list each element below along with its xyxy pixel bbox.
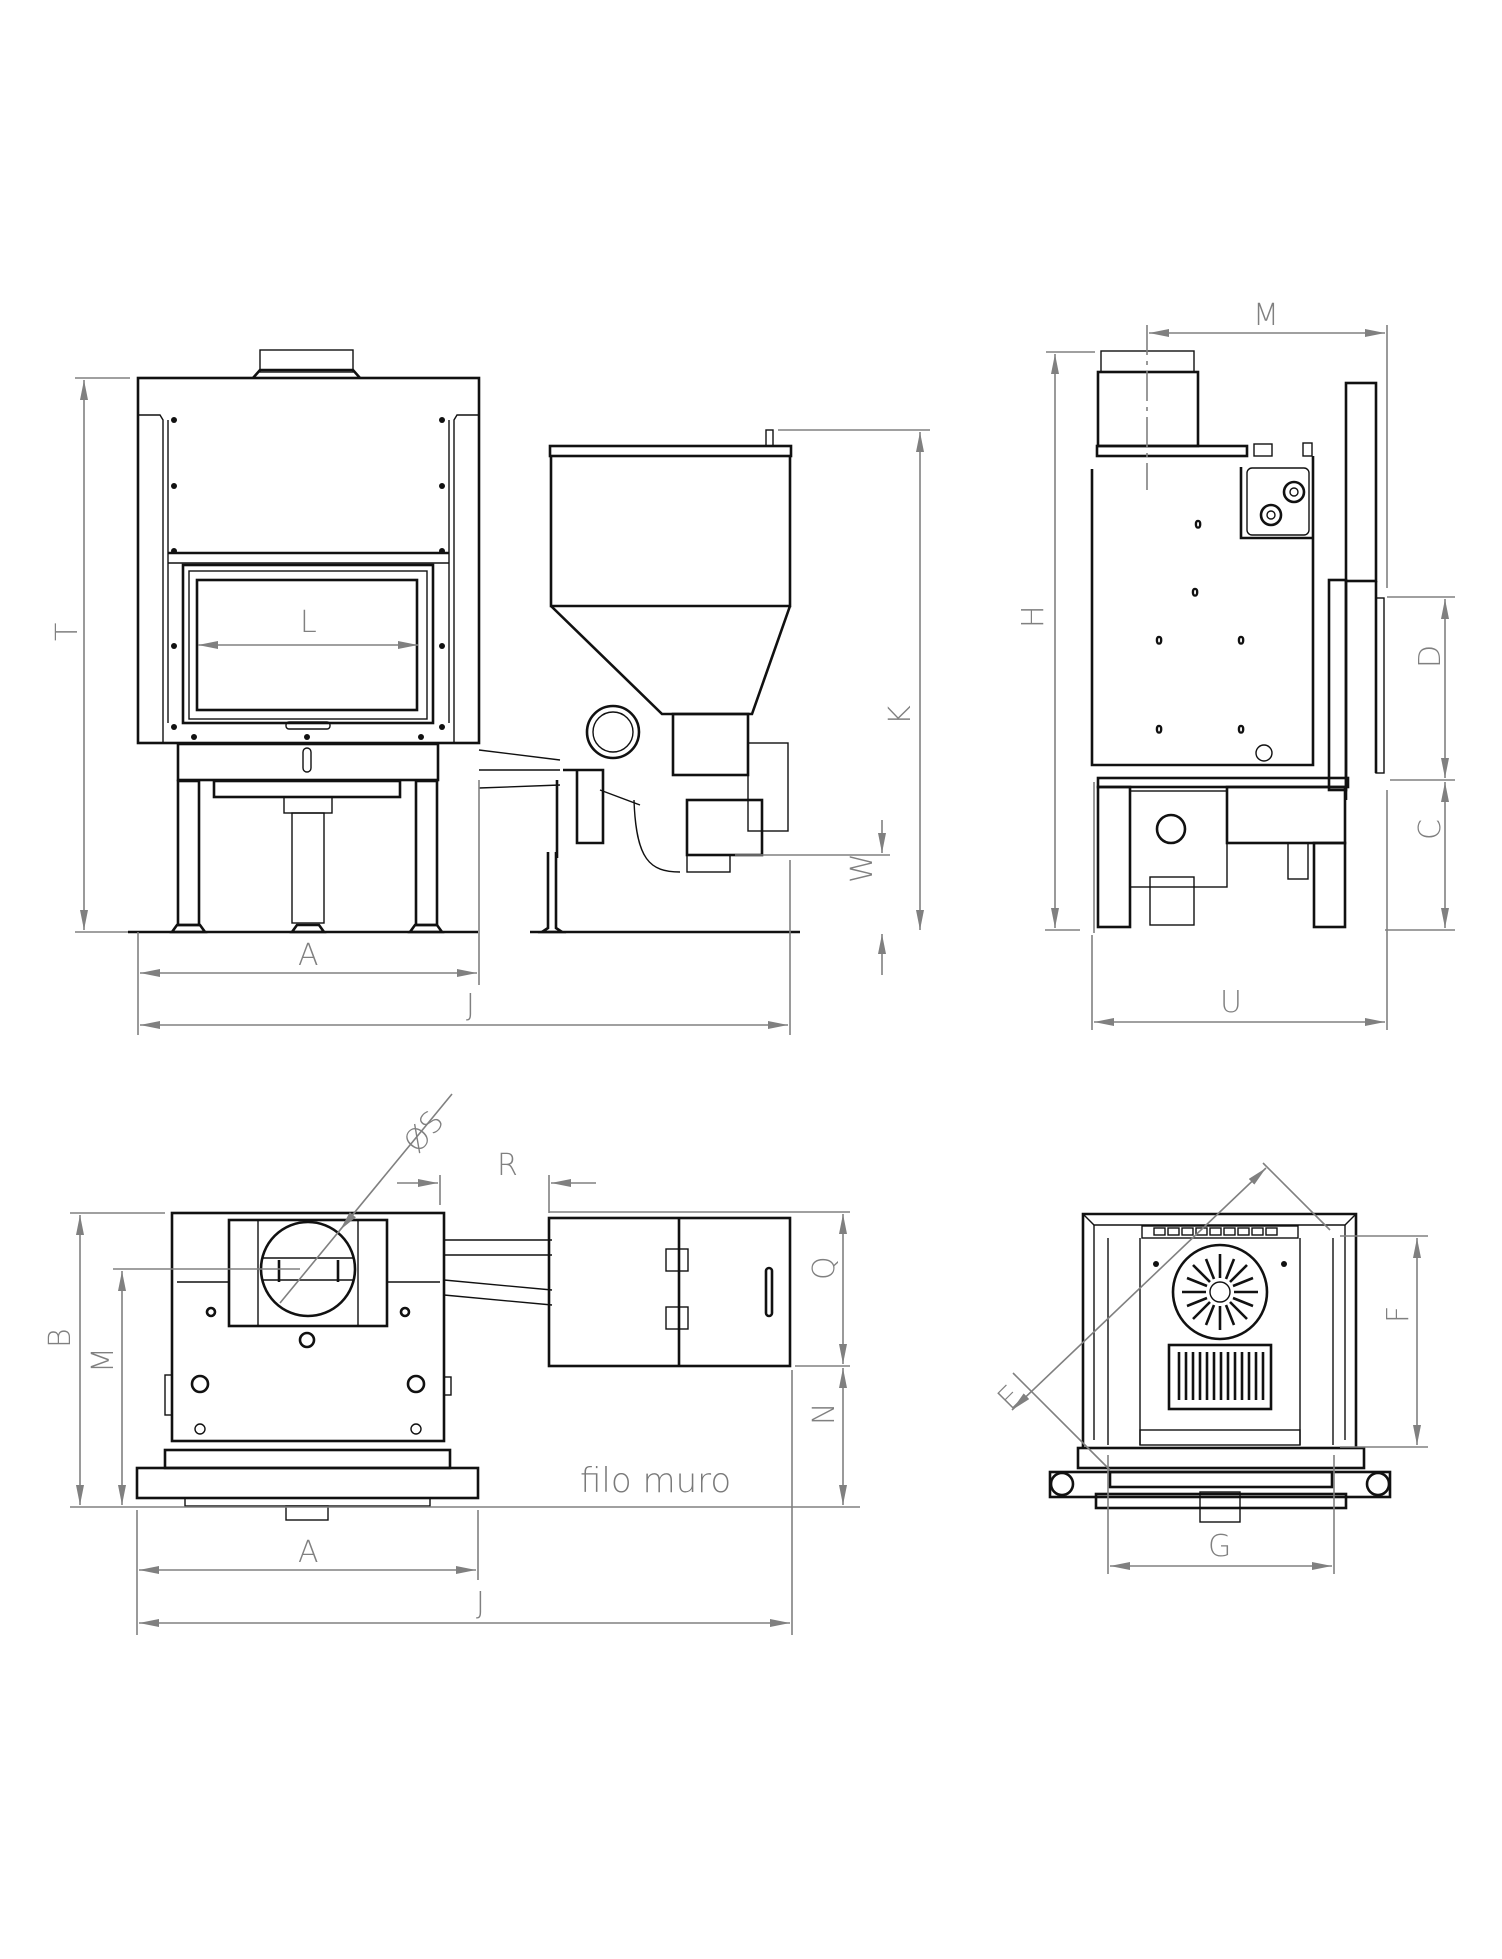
label-U: U <box>1220 985 1242 1020</box>
hopper-plan <box>547 1216 792 1368</box>
plan-view: ØS R B M Q N filo muro A <box>43 1093 860 1635</box>
label-T: T <box>50 623 85 641</box>
wall-line-note: filo muro <box>580 1461 731 1501</box>
label-M-plan: M <box>86 1347 121 1373</box>
label-M-side: M <box>1253 298 1279 333</box>
plan-dimensions: ØS R B M Q N filo muro A <box>43 1093 860 1635</box>
grille-slots <box>1177 1352 1265 1400</box>
label-A-plan: A <box>298 1535 319 1570</box>
label-A: A <box>298 938 319 973</box>
svg-text:0: 0 <box>1195 519 1201 531</box>
stove-side-body: 0 0 0 0 0 0 <box>1090 350 1385 933</box>
label-F: F <box>1381 1306 1416 1323</box>
label-L: L <box>300 605 317 640</box>
pellet-hopper <box>530 429 800 934</box>
front-view: T L K W A J <box>50 349 930 1035</box>
label-C: C <box>1413 819 1448 840</box>
svg-text:0: 0 <box>1238 635 1244 647</box>
svg-text:0: 0 <box>1192 587 1198 599</box>
label-N: N <box>807 1403 842 1425</box>
label-H: H <box>1016 605 1051 628</box>
stove-plan-body <box>135 1211 553 1521</box>
stove-front-body <box>128 349 561 934</box>
section-dimensions: E F G <box>991 1162 1428 1574</box>
svg-text:0: 0 <box>1156 724 1162 736</box>
side-view: 0 0 0 0 0 0 M H <box>1016 298 1455 1030</box>
label-B: B <box>43 1328 78 1348</box>
label-Q: Q <box>807 1256 842 1280</box>
label-J: J <box>466 988 475 1023</box>
stove-section-body <box>1048 1212 1392 1523</box>
label-R: R <box>497 1148 518 1183</box>
section-view: E F G <box>991 1162 1428 1574</box>
front-dimensions: T L K W A J <box>50 377 930 1035</box>
label-J-plan: J <box>476 1586 485 1621</box>
screw-dots <box>171 417 445 740</box>
side-dimensions: M H D C U <box>1016 298 1455 1030</box>
radial-fan-blades <box>1182 1254 1258 1330</box>
svg-text:0: 0 <box>1238 724 1244 736</box>
svg-text:0: 0 <box>1156 635 1162 647</box>
label-G: G <box>1208 1529 1231 1564</box>
side-bolts: 0 0 0 0 0 0 <box>1155 518 1245 736</box>
label-K: K <box>883 705 918 725</box>
top-vent-slots <box>1153 1227 1278 1236</box>
label-W: W <box>845 853 880 883</box>
label-D: D <box>1413 645 1448 668</box>
